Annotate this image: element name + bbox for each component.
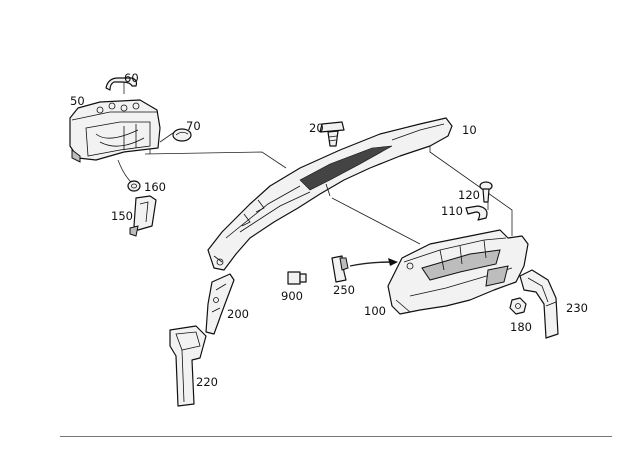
callout-180: 180 [510,320,532,334]
callout-60: 60 [124,71,139,85]
callout-110: 110 [441,204,463,218]
callout-50: 50 [70,94,85,108]
callout-20: 20 [309,121,324,135]
arrow-250-to-100 [349,258,398,267]
callout-70: 70 [186,119,201,133]
part-250-bracket [331,255,349,283]
footer-divider [60,436,612,437]
leader-lines [117,82,513,245]
part-110-hook [465,205,488,221]
part-10-cowl-panel [207,117,453,271]
callout-900: 900 [281,289,303,303]
callout-160: 160 [144,180,166,194]
part-900-connector [287,271,307,285]
part-60-handle [105,77,138,91]
part-50-housing [69,99,161,163]
part-150-bracket [129,195,157,237]
part-160-grommet [127,180,141,192]
part-200-bracket [205,273,235,335]
part-100-lower-housing [387,229,529,315]
callout-120: 120 [458,188,480,202]
callout-250: 250 [333,283,355,297]
callout-100: 100 [364,304,386,318]
callout-200: 200 [227,307,249,321]
part-180-nut [509,297,527,315]
part-70-cap [172,128,192,142]
callout-230: 230 [566,301,588,315]
callout-220: 220 [196,375,218,389]
callout-150: 150 [111,209,133,223]
part-20-clip [319,121,345,147]
callout-labels: 10 20 50 60 70 100 110 120 150 160 180 2… [70,71,588,389]
callout-10: 10 [462,123,477,137]
part-120-screw [479,181,493,203]
part-230-duct [519,269,559,339]
part-220-duct [169,325,207,407]
